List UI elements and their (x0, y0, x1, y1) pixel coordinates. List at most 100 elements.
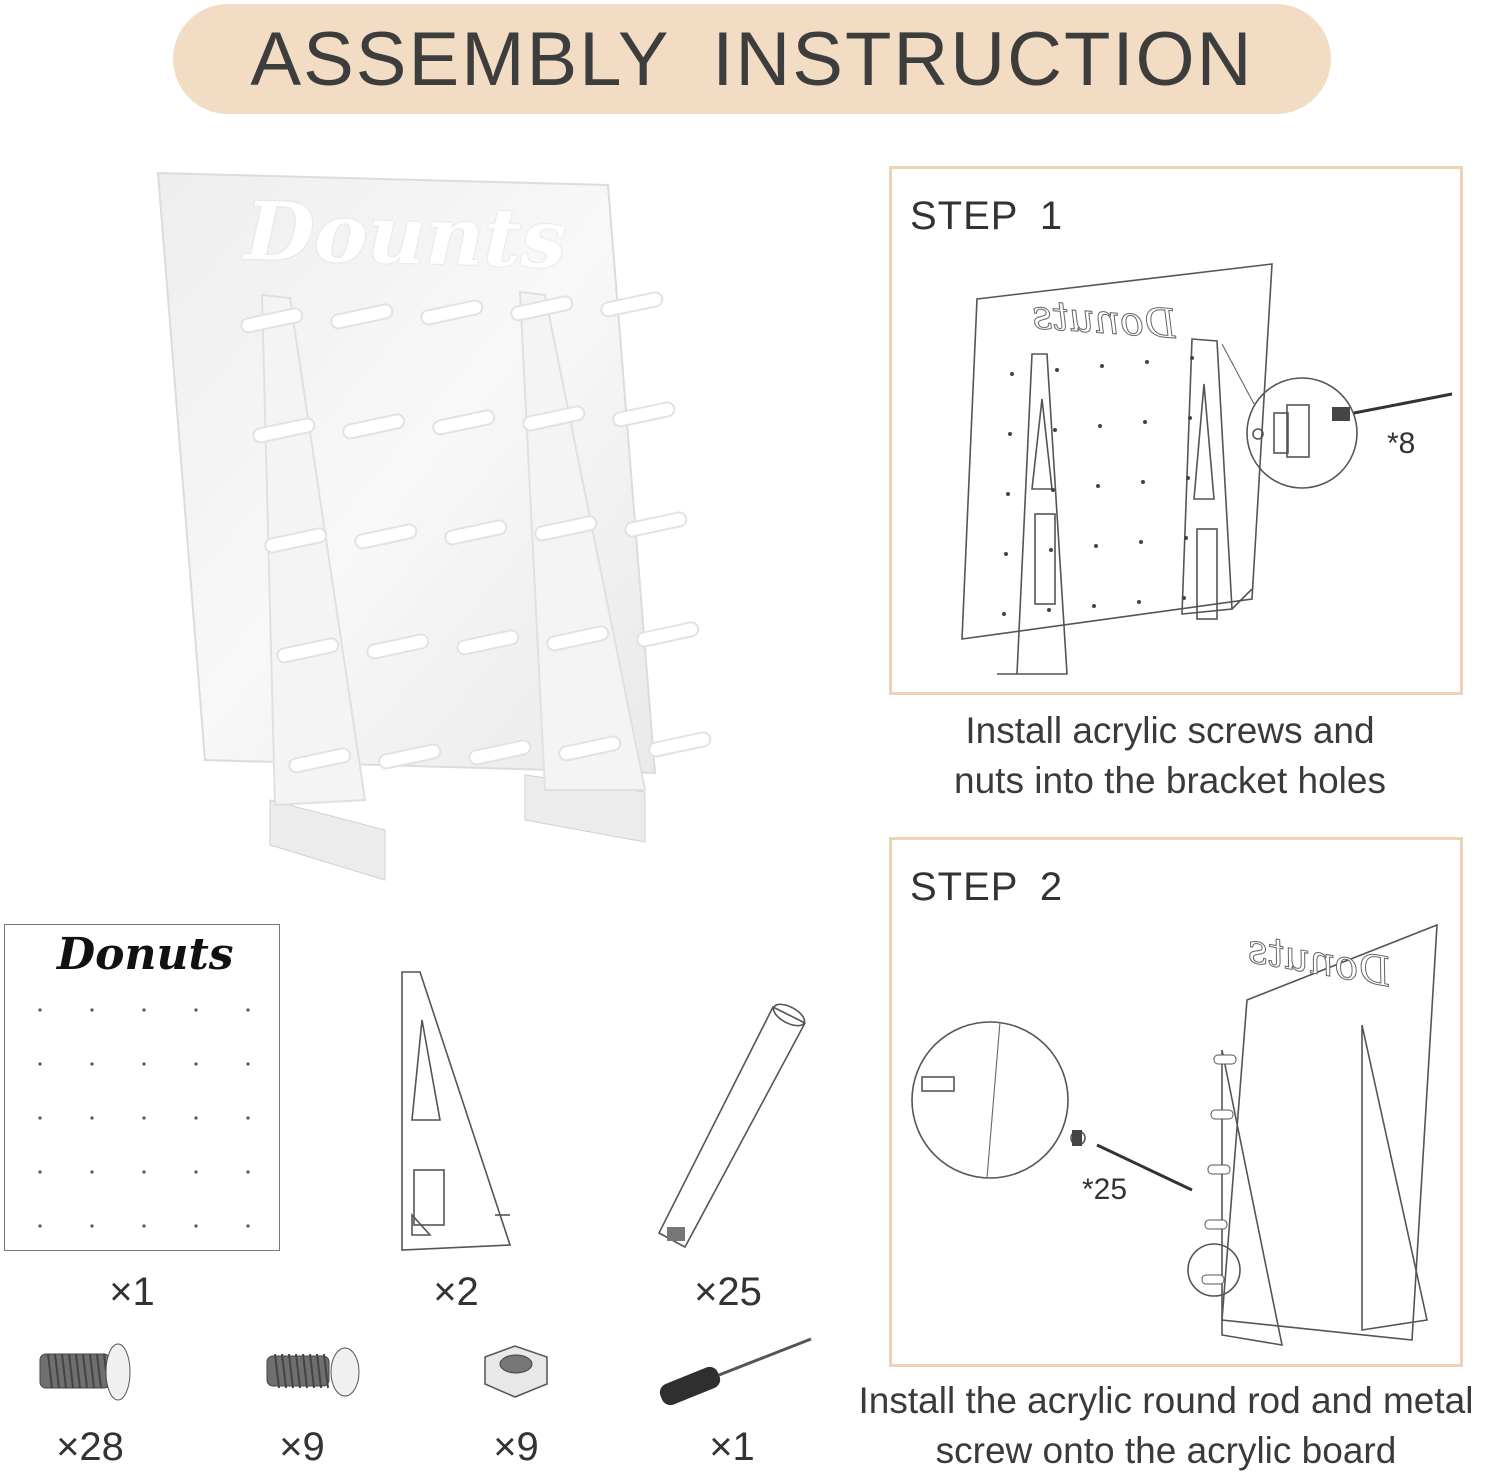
hero-rod (534, 515, 598, 542)
step2-diagram (911, 923, 1438, 1346)
board-hole (194, 1116, 198, 1120)
part-short-screw-qty: ×9 (279, 1425, 325, 1469)
part-nut-qty: ×9 (493, 1425, 539, 1469)
part-nut-svg (484, 1345, 548, 1398)
step1-hole (1186, 476, 1190, 480)
part-board-holes (38, 1008, 250, 1228)
screw-thread (61, 1353, 67, 1389)
step1-hole (1047, 608, 1051, 612)
step2-rod (1210, 1109, 1234, 1120)
hero-rod (558, 735, 622, 762)
hero-board-text: Dounts (243, 183, 568, 287)
step2-rod (1213, 1054, 1237, 1065)
board-hole (142, 1224, 146, 1228)
step2-panel: STEP 2 Donuts *25 (889, 837, 1463, 1367)
part-long-screw-qty: ×28 (56, 1425, 124, 1469)
step2-rod (1207, 1164, 1231, 1175)
step1-hole (1002, 612, 1006, 616)
step1-caption-line2: nuts into the bracket holes (954, 760, 1386, 801)
hero-rod (276, 637, 340, 664)
step1-diagram (961, 263, 1453, 675)
screw-thread (274, 1353, 280, 1389)
parts-list: Donuts ×1 ×2 ×25 ×28 ×9 ×9 × (0, 920, 830, 1476)
part-board-qty: ×1 (109, 1270, 155, 1314)
board-hole (246, 1170, 250, 1174)
hero-rod (240, 307, 304, 334)
hero-rod (354, 523, 418, 550)
board-hole (90, 1008, 94, 1012)
part-board: Donuts (4, 924, 280, 1251)
hero-rod (522, 405, 586, 432)
step2-caption-line2: screw onto the acrylic board (935, 1430, 1397, 1471)
step1-hole (1053, 428, 1057, 432)
page-title: ASSEMBLY INSTRUCTION (250, 16, 1254, 102)
step1-hole (1049, 548, 1053, 552)
step1-hole (1184, 536, 1188, 540)
screw-thread (316, 1353, 322, 1389)
step1-caption-line1: Install acrylic screws and (965, 710, 1375, 751)
board-hole (90, 1116, 94, 1120)
hero-rod (624, 511, 688, 538)
board-hole (194, 1008, 198, 1012)
step2-caption-line1: Install the acrylic round rod and metal (858, 1380, 1474, 1421)
screw-thread (302, 1353, 308, 1389)
step1-hole (1008, 432, 1012, 436)
board-hole (194, 1224, 198, 1228)
step1-label: STEP 1 (910, 194, 1064, 238)
screw-thread (323, 1353, 329, 1389)
hero-rod (378, 743, 442, 770)
step2-callout: *25 (1082, 1173, 1128, 1206)
hero-rod (264, 527, 328, 554)
hero-rod (366, 633, 430, 660)
board-hole (142, 1062, 146, 1066)
board-hole (246, 1008, 250, 1012)
board-hole (194, 1170, 198, 1174)
title-banner: ASSEMBLY INSTRUCTION (173, 4, 1331, 114)
board-hole (246, 1062, 250, 1066)
step1-hole (1182, 596, 1186, 600)
board-hole (90, 1062, 94, 1066)
screw-thread (309, 1353, 315, 1389)
step1-callout: *8 (1387, 427, 1416, 460)
screw-thread (54, 1353, 60, 1389)
board-hole (38, 1116, 42, 1120)
part-rod-qty: ×25 (694, 1270, 762, 1314)
board-hole (38, 1224, 42, 1228)
screw-thread (288, 1353, 294, 1389)
board-hole (38, 1170, 42, 1174)
step2-rod (1204, 1219, 1228, 1230)
screw-thread (82, 1353, 88, 1389)
hero-rod (432, 409, 496, 436)
step1-hole (1188, 416, 1192, 420)
hero-rod (330, 303, 394, 330)
step1-hole (1051, 488, 1055, 492)
screw-thread (68, 1353, 74, 1389)
board-hole (142, 1170, 146, 1174)
step1-hole (1143, 420, 1147, 424)
step1-hole (1100, 364, 1104, 368)
step1-hole (1145, 360, 1149, 364)
part-long-screw-svg (39, 1343, 131, 1401)
step1-hole (1092, 604, 1096, 608)
part-screwdriver-svg (659, 1337, 812, 1406)
screw-thread (295, 1353, 301, 1389)
board-hole (194, 1062, 198, 1066)
step2-rod (1201, 1274, 1225, 1285)
step1-caption: Install acrylic screws and nuts into the… (900, 706, 1440, 806)
hero-rod (648, 731, 712, 758)
board-hole (142, 1008, 146, 1012)
screw-thread (75, 1353, 81, 1389)
board-hole (38, 1008, 42, 1012)
board-hole (142, 1116, 146, 1120)
step1-hole (1137, 600, 1141, 604)
part-board-text: Donuts (57, 929, 234, 980)
hero-rod (252, 417, 316, 444)
hero-rod (420, 299, 484, 326)
step1-hole (1141, 480, 1145, 484)
hero-illustration: Dounts (0, 0, 712, 900)
hero-board-svg (156, 171, 712, 881)
board-hole (90, 1170, 94, 1174)
board-hole (246, 1224, 250, 1228)
part-bracket-qty: ×2 (433, 1270, 479, 1314)
board-hole (90, 1224, 94, 1228)
